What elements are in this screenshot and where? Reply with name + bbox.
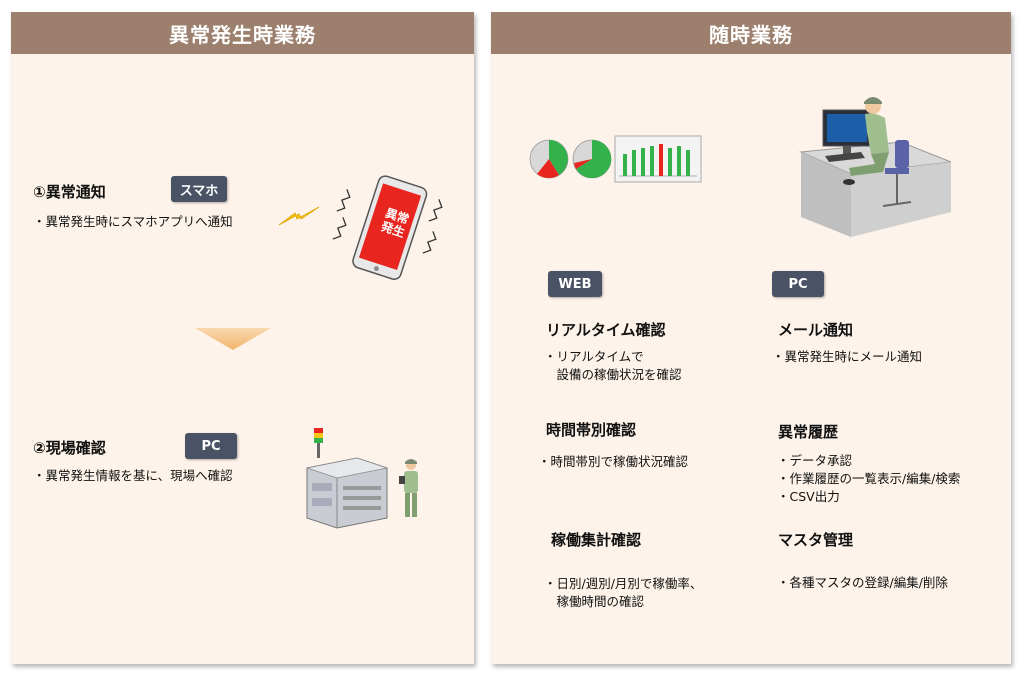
right-panel-title: 随時業務 bbox=[491, 12, 1011, 54]
lightning-icon bbox=[278, 206, 320, 226]
step2-description: ・異常発生情報を基に、現場へ確認 bbox=[33, 468, 233, 483]
item-desc-aggregate: ・日別/週別/月別で稼働率、 稼働時間の確認 bbox=[544, 576, 703, 609]
pc-workstation-icon bbox=[799, 97, 952, 237]
worker-icon bbox=[399, 459, 418, 517]
smartphone-alert-icon bbox=[332, 175, 443, 280]
pc-badge-left: PC bbox=[185, 433, 237, 459]
pie-chart-icon bbox=[529, 139, 569, 179]
down-arrow-icon bbox=[195, 328, 271, 350]
pc-badge-right: PC bbox=[772, 271, 824, 297]
item-heading-master: マスタ管理 bbox=[778, 531, 854, 549]
item-desc-timeband: ・時間帯別で稼働状況確認 bbox=[538, 454, 689, 469]
item-desc-history: ・データ承認 ・作業履歴の一覧表示/編集/検索 ・CSV出力 bbox=[777, 453, 961, 504]
factory-machine-icon bbox=[305, 428, 389, 529]
left-panel: 異常発生時業務 ①異常通知 スマホ ・異常発生時にスマホアプリへ通知 異常 発生… bbox=[11, 12, 474, 664]
web-badge: WEB bbox=[548, 271, 602, 297]
step1-heading: ①異常通知 bbox=[33, 183, 106, 201]
item-desc-mail: ・異常発生時にメール通知 bbox=[772, 349, 923, 364]
item-heading-realtime: リアルタイム確認 bbox=[546, 321, 666, 339]
pie-chart-icon-2 bbox=[572, 139, 612, 179]
item-heading-mail: メール通知 bbox=[778, 321, 854, 339]
item-desc-master: ・各種マスタの登録/編集/削除 bbox=[777, 575, 948, 590]
right-panel: 随時業務 bbox=[491, 12, 1011, 664]
smartphone-badge: スマホ bbox=[171, 176, 227, 202]
item-heading-aggregate: 稼働集計確認 bbox=[551, 531, 642, 549]
item-heading-history: 異常履歴 bbox=[778, 423, 839, 441]
bar-chart-icon bbox=[614, 135, 702, 183]
item-desc-realtime: ・リアルタイムで 設備の稼働状況を確認 bbox=[544, 349, 682, 382]
step2-heading: ②現場確認 bbox=[33, 439, 106, 457]
step1-description: ・異常発生時にスマホアプリへ通知 bbox=[33, 214, 233, 229]
left-panel-title: 異常発生時業務 bbox=[11, 12, 474, 54]
item-heading-timeband: 時間帯別確認 bbox=[546, 421, 637, 439]
